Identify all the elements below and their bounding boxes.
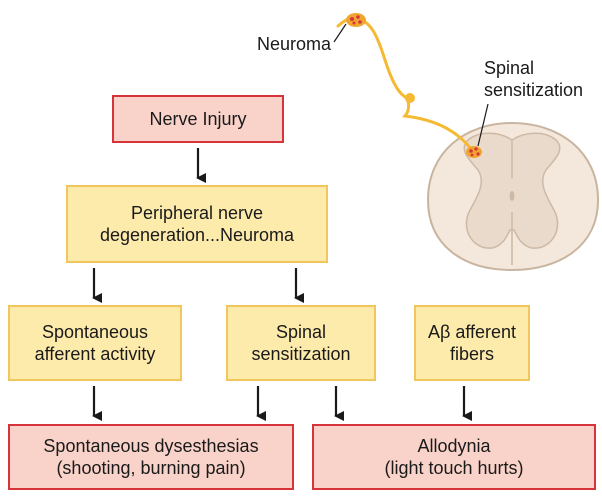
ganglion-icon: [405, 93, 415, 103]
spontaneous-activity-text: Spontaneous afferent activity: [35, 321, 156, 365]
ab-fibers-text: Aβ afferent fibers: [428, 321, 516, 365]
nerve-injury-box: Nerve Injury: [112, 95, 284, 143]
spinal-sensitization-label-line2: sensitization: [484, 80, 583, 100]
sensitization-site-icon: [466, 146, 482, 158]
dysesthesias-box: Spontaneous dysesthesias (shooting, burn…: [8, 424, 294, 490]
neuroma-label: Neuroma: [257, 34, 332, 54]
spinal-sensitization-box: Spinal sensitization: [226, 305, 376, 381]
spinal-sensitization-label-line1: Spinal: [484, 58, 534, 78]
nerve-fiber: [357, 18, 472, 150]
degeneration-text: Peripheral nerve degeneration...Neuroma: [100, 202, 294, 246]
allodynia-box: Allodynia (light touch hurts): [312, 424, 596, 490]
allodynia-text: Allodynia (light touch hurts): [384, 435, 523, 479]
spinal-cord-cross-section: [428, 123, 598, 270]
neuroma-icon: [346, 13, 366, 27]
nerve-injury-text: Nerve Injury: [149, 108, 246, 130]
spinal-sensitization-text: Spinal sensitization: [251, 321, 350, 365]
degeneration-box: Peripheral nerve degeneration...Neuroma: [66, 185, 328, 263]
spontaneous-activity-box: Spontaneous afferent activity: [8, 305, 182, 381]
dysesthesias-text: Spontaneous dysesthesias (shooting, burn…: [43, 435, 258, 479]
ab-fibers-box: Aβ afferent fibers: [414, 305, 530, 381]
